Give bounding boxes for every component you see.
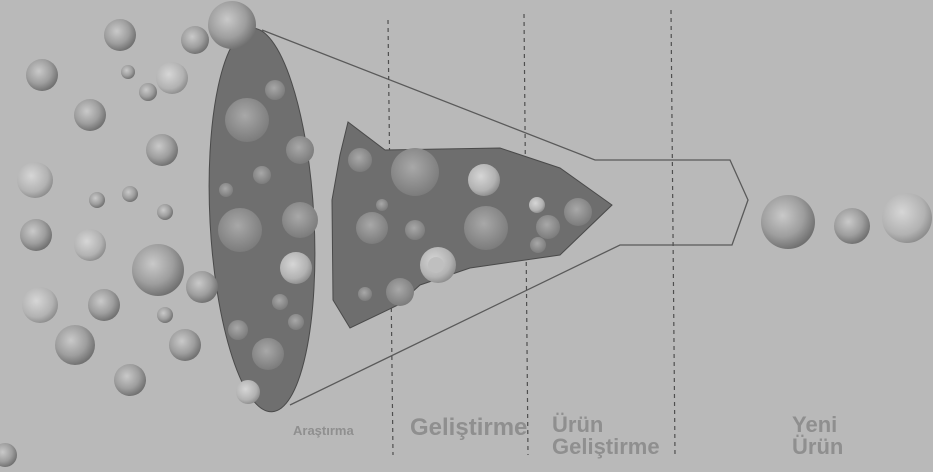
- output-bubbles: [761, 193, 932, 249]
- output-bubble: [882, 193, 932, 243]
- stage-label-product-development: Ürün Geliştirme: [552, 414, 660, 458]
- stage-label-product-development-line2: Geliştirme: [552, 436, 660, 458]
- output-bubble: [834, 208, 870, 244]
- stage-label-development: Geliştirme: [410, 416, 527, 440]
- stage-label-product-development-line1: Ürün: [552, 414, 660, 436]
- output-bubble: [761, 195, 815, 249]
- stage-label-research: Araştırma: [293, 424, 354, 437]
- divider-product-new: [671, 10, 675, 455]
- stage-label-new-product-line1: Yeni: [792, 414, 843, 436]
- stage-label-new-product-line2: Ürün: [792, 436, 843, 458]
- stage-label-new-product: Yeni Ürün: [792, 414, 843, 458]
